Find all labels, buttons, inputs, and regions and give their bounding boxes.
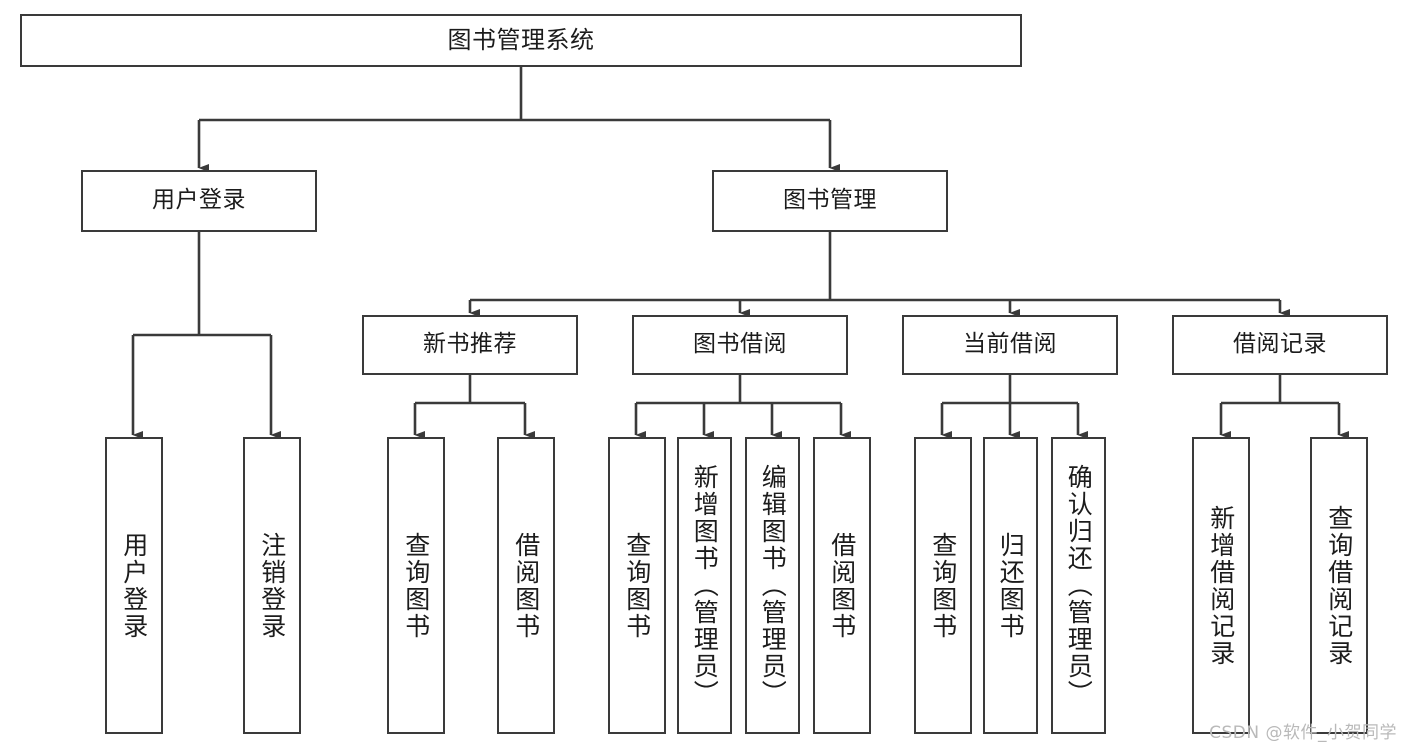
leaf-borrow-book-recommend[interactable]: 借阅图书 — [497, 437, 555, 734]
node-borrow-record[interactable]: 借阅记录 — [1172, 315, 1388, 375]
node-label: 查询借阅记录 — [1324, 504, 1354, 667]
node-label: 用户登录 — [152, 187, 246, 214]
leaf-query-book-borrow[interactable]: 查询图书 — [608, 437, 666, 734]
leaf-user-login[interactable]: 用户登录 — [105, 437, 163, 734]
node-root-system[interactable]: 图书管理系统 — [20, 14, 1022, 67]
node-user-login[interactable]: 用户登录 — [81, 170, 317, 232]
leaf-query-borrow-record[interactable]: 查询借阅记录 — [1310, 437, 1368, 734]
node-book-borrow[interactable]: 图书借阅 — [632, 315, 848, 375]
leaf-add-borrow-record[interactable]: 新增借阅记录 — [1192, 437, 1250, 734]
node-book-management[interactable]: 图书管理 — [712, 170, 948, 232]
leaf-confirm-return-admin[interactable]: 确认归还（管理员） — [1051, 437, 1106, 734]
leaf-logout-login[interactable]: 注销登录 — [243, 437, 301, 734]
node-label: 归还图书 — [996, 531, 1026, 640]
node-label: 借阅记录 — [1233, 331, 1327, 358]
leaf-return-book[interactable]: 归还图书 — [983, 437, 1038, 734]
node-label: 当前借阅 — [963, 331, 1057, 358]
node-label: 图书管理 — [783, 187, 877, 214]
node-label: 图书管理系统 — [447, 26, 595, 55]
node-label: 用户登录 — [119, 531, 149, 640]
node-new-book-recommend[interactable]: 新书推荐 — [362, 315, 578, 375]
node-label: 图书借阅 — [693, 331, 787, 358]
watermark: CSDN @软件_小贺同学 — [1209, 723, 1397, 743]
node-label: 新增借阅记录 — [1206, 504, 1236, 667]
node-label: 借阅图书 — [827, 531, 857, 640]
leaf-query-book-recommend[interactable]: 查询图书 — [387, 437, 445, 734]
leaf-edit-book-admin[interactable]: 编辑图书（管理员） — [745, 437, 800, 734]
node-label: 新增图书（管理员） — [690, 464, 720, 707]
node-label: 借阅图书 — [511, 531, 541, 640]
node-label: 查询图书 — [928, 531, 958, 640]
node-label: 确认归还（管理员） — [1064, 464, 1094, 707]
node-label: 编辑图书（管理员） — [758, 464, 788, 707]
node-current-borrow[interactable]: 当前借阅 — [902, 315, 1118, 375]
leaf-query-book-current[interactable]: 查询图书 — [914, 437, 972, 734]
node-label: 查询图书 — [401, 531, 431, 640]
node-label: 新书推荐 — [423, 331, 517, 358]
leaf-add-book-admin[interactable]: 新增图书（管理员） — [677, 437, 732, 734]
node-label: 注销登录 — [257, 531, 287, 640]
leaf-borrow-book[interactable]: 借阅图书 — [813, 437, 871, 734]
node-label: 查询图书 — [622, 531, 652, 640]
